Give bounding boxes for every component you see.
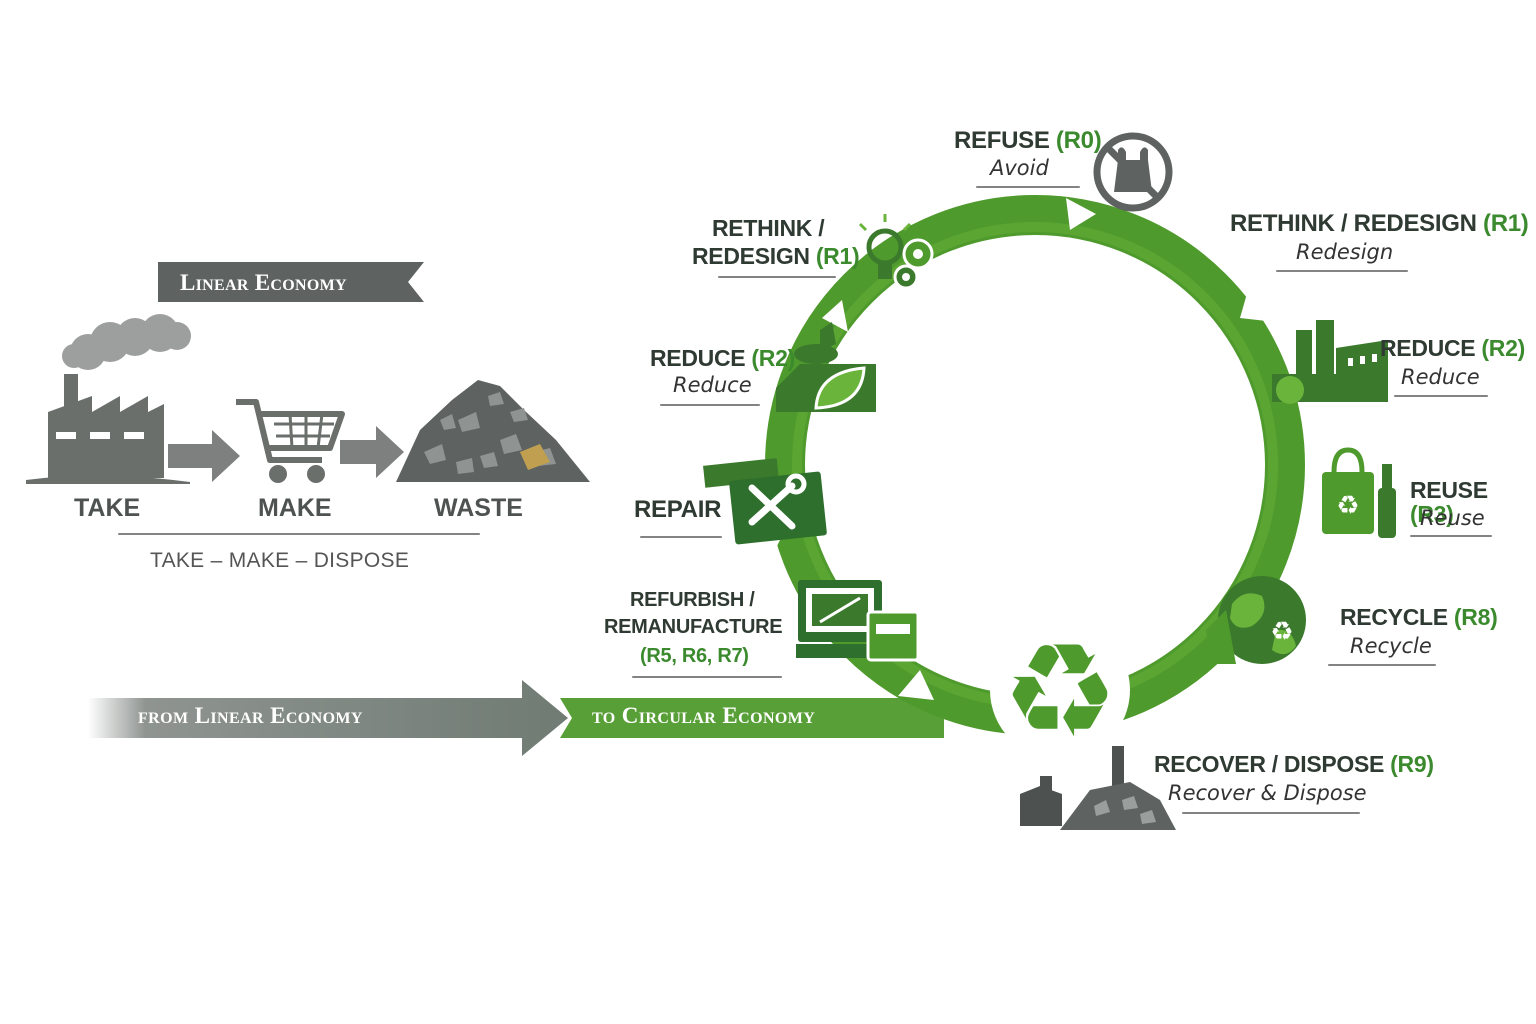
underline [1276, 270, 1408, 272]
transition-band-green [560, 698, 944, 738]
flow-arrow [340, 426, 404, 478]
refuse-label: REFUSE (R0) [954, 127, 1102, 154]
reduce-right-label: REDUCE (R2) [1380, 335, 1525, 361]
factory-icon [26, 374, 190, 484]
underline [976, 186, 1080, 188]
reduce-left-label: REDUCE (R2) [650, 345, 795, 371]
from-linear-label: from Linear Economy [138, 703, 363, 728]
recycle-label: RECYCLE (R8) [1340, 604, 1498, 630]
smoke-icon [62, 314, 191, 370]
underline [640, 536, 722, 538]
tools-icon [703, 458, 827, 545]
globe-recycle-icon: ♻ [1206, 576, 1306, 664]
underline [1328, 664, 1436, 666]
underline [1182, 812, 1360, 814]
computer-printer-icon [796, 580, 920, 662]
underline [660, 404, 760, 406]
no-plastic-bag-icon [1093, 132, 1173, 212]
refurbish-line1: REFURBISH / [630, 589, 755, 611]
underline [718, 276, 836, 278]
transition-band [88, 680, 568, 756]
refurbish-code: (R5, R6, R7) [640, 645, 749, 667]
svg-text:♻: ♻ [1336, 491, 1359, 521]
industry-icon [1272, 320, 1388, 404]
waste-pile-icon [396, 380, 590, 482]
rethink-left-line1: RETHINK / [712, 215, 825, 241]
flow-arrow [168, 430, 240, 482]
underline [1410, 535, 1492, 537]
reduce-right-sub: Reduce [1401, 365, 1480, 389]
recover-dispose-label: RECOVER / DISPOSE (R9) [1154, 751, 1434, 777]
shopping-bag-bottle-icon: ♻ [1322, 447, 1396, 538]
recycle-symbol-icon: ♻ [990, 615, 1130, 767]
recycle-sub: Recycle [1350, 634, 1432, 658]
lightbulb-gears-icon [858, 214, 934, 290]
reduce-left-sub: Reduce [673, 373, 752, 397]
landfill-icon [1020, 746, 1176, 830]
step-make: MAKE [258, 494, 332, 522]
linear-economy-title: Linear Economy [180, 270, 347, 295]
step-take: TAKE [74, 494, 141, 522]
svg-text:♻: ♻ [1002, 615, 1119, 767]
step-waste: WASTE [434, 494, 523, 522]
reuse-label: REUSE (R3) [1410, 477, 1488, 528]
repair-label: REPAIR [634, 496, 722, 523]
underline [1394, 395, 1488, 397]
linear-tagline: TAKE – MAKE – DISPOSE [150, 549, 410, 572]
refurbish-line2: REMANUFACTURE [604, 616, 783, 638]
divider [118, 533, 480, 535]
rethink-right-sub: Redesign [1296, 240, 1394, 264]
svg-text:♻: ♻ [1270, 617, 1293, 647]
underline [632, 676, 782, 678]
reuse-sub: Reuse [1420, 506, 1485, 530]
leaf-tray-icon [776, 322, 876, 412]
recover-sub: Recover & Dispose [1168, 781, 1367, 805]
shopping-cart-icon [236, 399, 345, 483]
rethink-left-line2: REDESIGN (R1) [692, 243, 860, 269]
rethink-redesign-right-label: RETHINK / REDESIGN (R1) [1230, 210, 1529, 237]
refuse-sub: Avoid [990, 156, 1049, 180]
linear-economy-banner: Linear Economy [158, 262, 424, 302]
to-circular-label: to Circular Economy [592, 703, 816, 728]
